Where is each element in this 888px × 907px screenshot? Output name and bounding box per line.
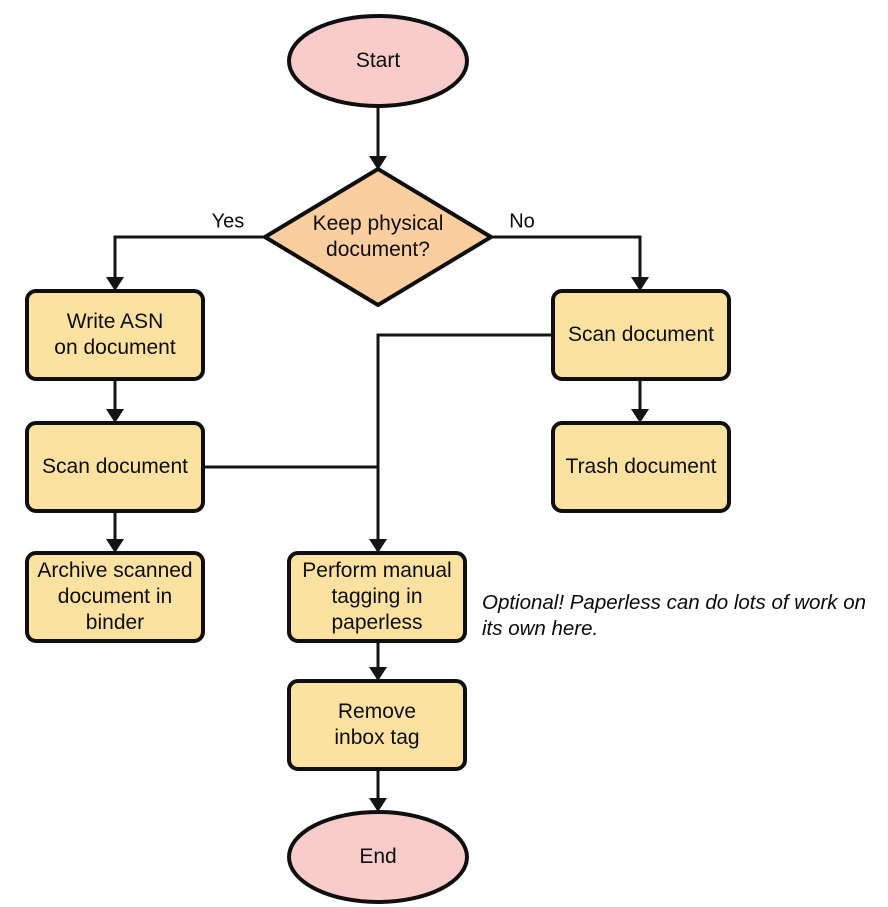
edge-arrowhead: [369, 798, 387, 812]
node-label: Scan document: [568, 323, 714, 346]
edge-decision-yes-to-write-asn: Yes: [106, 210, 265, 291]
node-start[interactable]: Start: [287, 14, 469, 108]
edge-arrowhead: [369, 667, 387, 681]
edge-line: [491, 235, 642, 284]
node-label: Start: [356, 49, 401, 72]
node-end[interactable]: End: [287, 810, 469, 904]
process-shape[interactable]: [551, 421, 731, 513]
edge-label-yes: Yes: [212, 210, 245, 232]
edge-write-asn-to-scan-document-left: [106, 379, 124, 423]
edge-manual-tagging-to-remove-inbox-tag: [369, 641, 387, 681]
edge-label-no: No: [509, 210, 535, 232]
node-label: End: [359, 845, 396, 868]
edge-line: [113, 235, 265, 284]
node-label: Trash document: [566, 455, 717, 478]
edge-arrowhead: [369, 156, 387, 170]
terminator-shape[interactable]: [287, 14, 469, 108]
edge-decision-no-to-scan-document-right: No: [491, 210, 649, 291]
process-shape[interactable]: [551, 289, 731, 381]
node-scan-document-left[interactable]: Scan document: [25, 421, 205, 513]
terminator-shape[interactable]: [287, 810, 469, 904]
node-trash-document[interactable]: Trash document: [551, 421, 731, 513]
edge-scan-document-right-to-manual-tagging: [369, 333, 553, 553]
edge-scan-document-right-to-trash: [631, 379, 649, 423]
edge-line: [376, 333, 553, 546]
annotations-layer: Optional! Paperless can do lots of work …: [482, 591, 866, 640]
edge-arrowhead: [106, 409, 124, 423]
edge-arrowhead: [631, 409, 649, 423]
process-shape[interactable]: [287, 551, 467, 643]
edge-start-to-decision: [369, 107, 387, 170]
edge-remove-inbox-tag-to-end: [369, 769, 387, 812]
process-shape[interactable]: [25, 551, 205, 643]
edge-arrowhead: [106, 277, 124, 291]
annotation-optional-note: Optional! Paperless can do lots of work …: [482, 591, 866, 640]
node-scan-document-right[interactable]: Scan document: [551, 289, 731, 381]
process-shape[interactable]: [25, 289, 205, 381]
node-label: Scan document: [42, 455, 188, 478]
edge-arrowhead: [369, 539, 387, 553]
edge-scan-document-left-to-archive: [106, 511, 124, 553]
edge-arrowhead: [106, 539, 124, 553]
edge-arrowhead: [631, 277, 649, 291]
decision-shape[interactable]: [263, 167, 493, 307]
process-shape[interactable]: [25, 421, 205, 513]
process-shape[interactable]: [287, 679, 467, 771]
edges-layer: Yes No: [106, 107, 649, 812]
